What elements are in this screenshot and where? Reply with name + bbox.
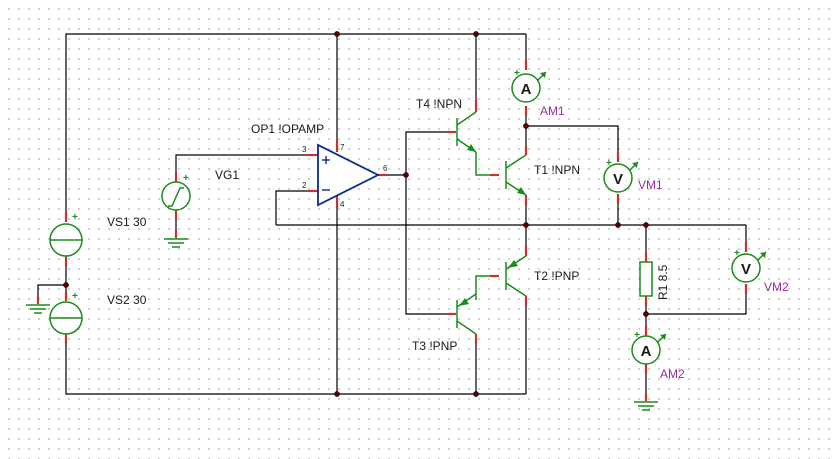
junction-dot [473, 31, 479, 37]
wire-t3-base [405, 175, 450, 315]
wire-feedback [275, 190, 318, 225]
opamp-pin-label-out: 6 [383, 164, 388, 173]
voltmeter-vm2: V + VM2 [731, 242, 789, 294]
am1-plus-sign: + [514, 68, 520, 79]
opamp-triangle [317, 143, 381, 207]
vm2-body [731, 253, 761, 283]
vs1-plus-sign: + [72, 212, 78, 223]
junction-dot [473, 391, 479, 397]
junction-dot [615, 222, 621, 228]
t3-label: T3 !PNP [412, 339, 457, 353]
transistor-t2: T2 !PNP [475, 246, 579, 306]
opamp-pin-label-in-minus: 2 [302, 181, 307, 190]
junction-dot [523, 222, 529, 228]
battery-vs1: + VS1 30 [49, 212, 147, 266]
vm1-arrow-icon [632, 162, 638, 168]
opamp-pin-label-vplus: 7 [340, 143, 345, 152]
ammeter-am1: A + AM1 [511, 60, 565, 118]
resistor-r1: R1 8.5 [639, 252, 670, 306]
wire-supply-ground [37, 284, 66, 298]
transistor-t3: T3 !PNP [412, 293, 478, 353]
junction-dot [523, 123, 529, 129]
t2-collector [505, 282, 527, 297]
opamp-pin-label-in-plus: 3 [302, 145, 307, 154]
t1-base-lead [475, 164, 498, 176]
t4-arrow-icon [467, 144, 476, 152]
vs1-label: VS1 30 [107, 215, 147, 229]
opamp-op1: 3 2 7 4 6 OP1 !OPAMP [251, 122, 388, 209]
battery-vs2: + VS2 30 [49, 291, 147, 344]
junction-dot [403, 172, 409, 178]
vm1-body [603, 163, 633, 193]
vm1-plus-sign: + [606, 158, 612, 169]
vm2-plus-sign: + [734, 248, 740, 259]
junction-dot [643, 222, 649, 228]
vm2-arrow-icon [760, 252, 766, 258]
wire-bottom-left [65, 340, 337, 395]
am2-arrow-icon [660, 334, 666, 340]
t4-label: T4 !NPN [416, 97, 462, 111]
am1-arrow-icon [540, 72, 546, 78]
junction-dot [643, 311, 649, 317]
wire-top-left [65, 33, 337, 218]
vg1-plus-sign: + [183, 173, 189, 184]
am2-body [631, 335, 661, 365]
am1-body [511, 73, 541, 103]
vs2-plus-sign: + [72, 291, 78, 302]
t2-arrow-icon [508, 260, 518, 268]
r1-label: R1 8.5 [656, 264, 670, 300]
ground-vg1 [164, 230, 188, 248]
junction-dot [334, 391, 340, 397]
vm1-symbol: V [613, 171, 623, 188]
t3-arrow-icon [459, 298, 469, 306]
vg1-label: VG1 [215, 168, 239, 182]
am1-symbol: A [521, 81, 532, 98]
t3-collector [456, 320, 477, 335]
wire-vm2-bottom [646, 290, 747, 315]
voltmeter-vm1: V + VM1 [603, 152, 663, 204]
wire-t4-base [405, 131, 450, 175]
transistor-t4: T4 !NPN [416, 97, 478, 164]
vm1-label: VM1 [638, 178, 663, 192]
opamp-label: OP1 !OPAMP [251, 122, 324, 136]
ground-supply [26, 296, 50, 314]
junctions [63, 31, 649, 397]
am2-plus-sign: + [634, 330, 640, 341]
transistor-t1: T1 !NPN [475, 145, 580, 205]
vg1-waveform-icon [168, 187, 184, 207]
t2-base-lead [475, 275, 498, 300]
am2-symbol: A [641, 343, 652, 360]
t4-collector [456, 111, 477, 126]
wire-vm1-top [526, 125, 619, 155]
wire-vg1-in [175, 154, 318, 178]
t1-collector [505, 154, 527, 169]
junction-dot [334, 31, 340, 37]
opamp-pin-label-vminus: 4 [340, 200, 345, 209]
signal-generator-vg1: + VG1 [161, 168, 239, 220]
am1-label: AM1 [540, 104, 565, 118]
t2-label: T2 !PNP [534, 269, 579, 283]
ground-am2 [634, 393, 658, 411]
junction-dot [63, 282, 69, 288]
am2-label: AM2 [660, 367, 685, 381]
ammeter-am2: A + AM2 [631, 326, 685, 381]
vs2-label: VS2 30 [107, 293, 147, 307]
vm2-label: VM2 [764, 280, 789, 294]
t1-arrow-icon [517, 187, 526, 195]
r1-body [639, 261, 653, 297]
t1-label: T1 !NPN [534, 163, 580, 177]
vm2-symbol: V [741, 261, 751, 278]
